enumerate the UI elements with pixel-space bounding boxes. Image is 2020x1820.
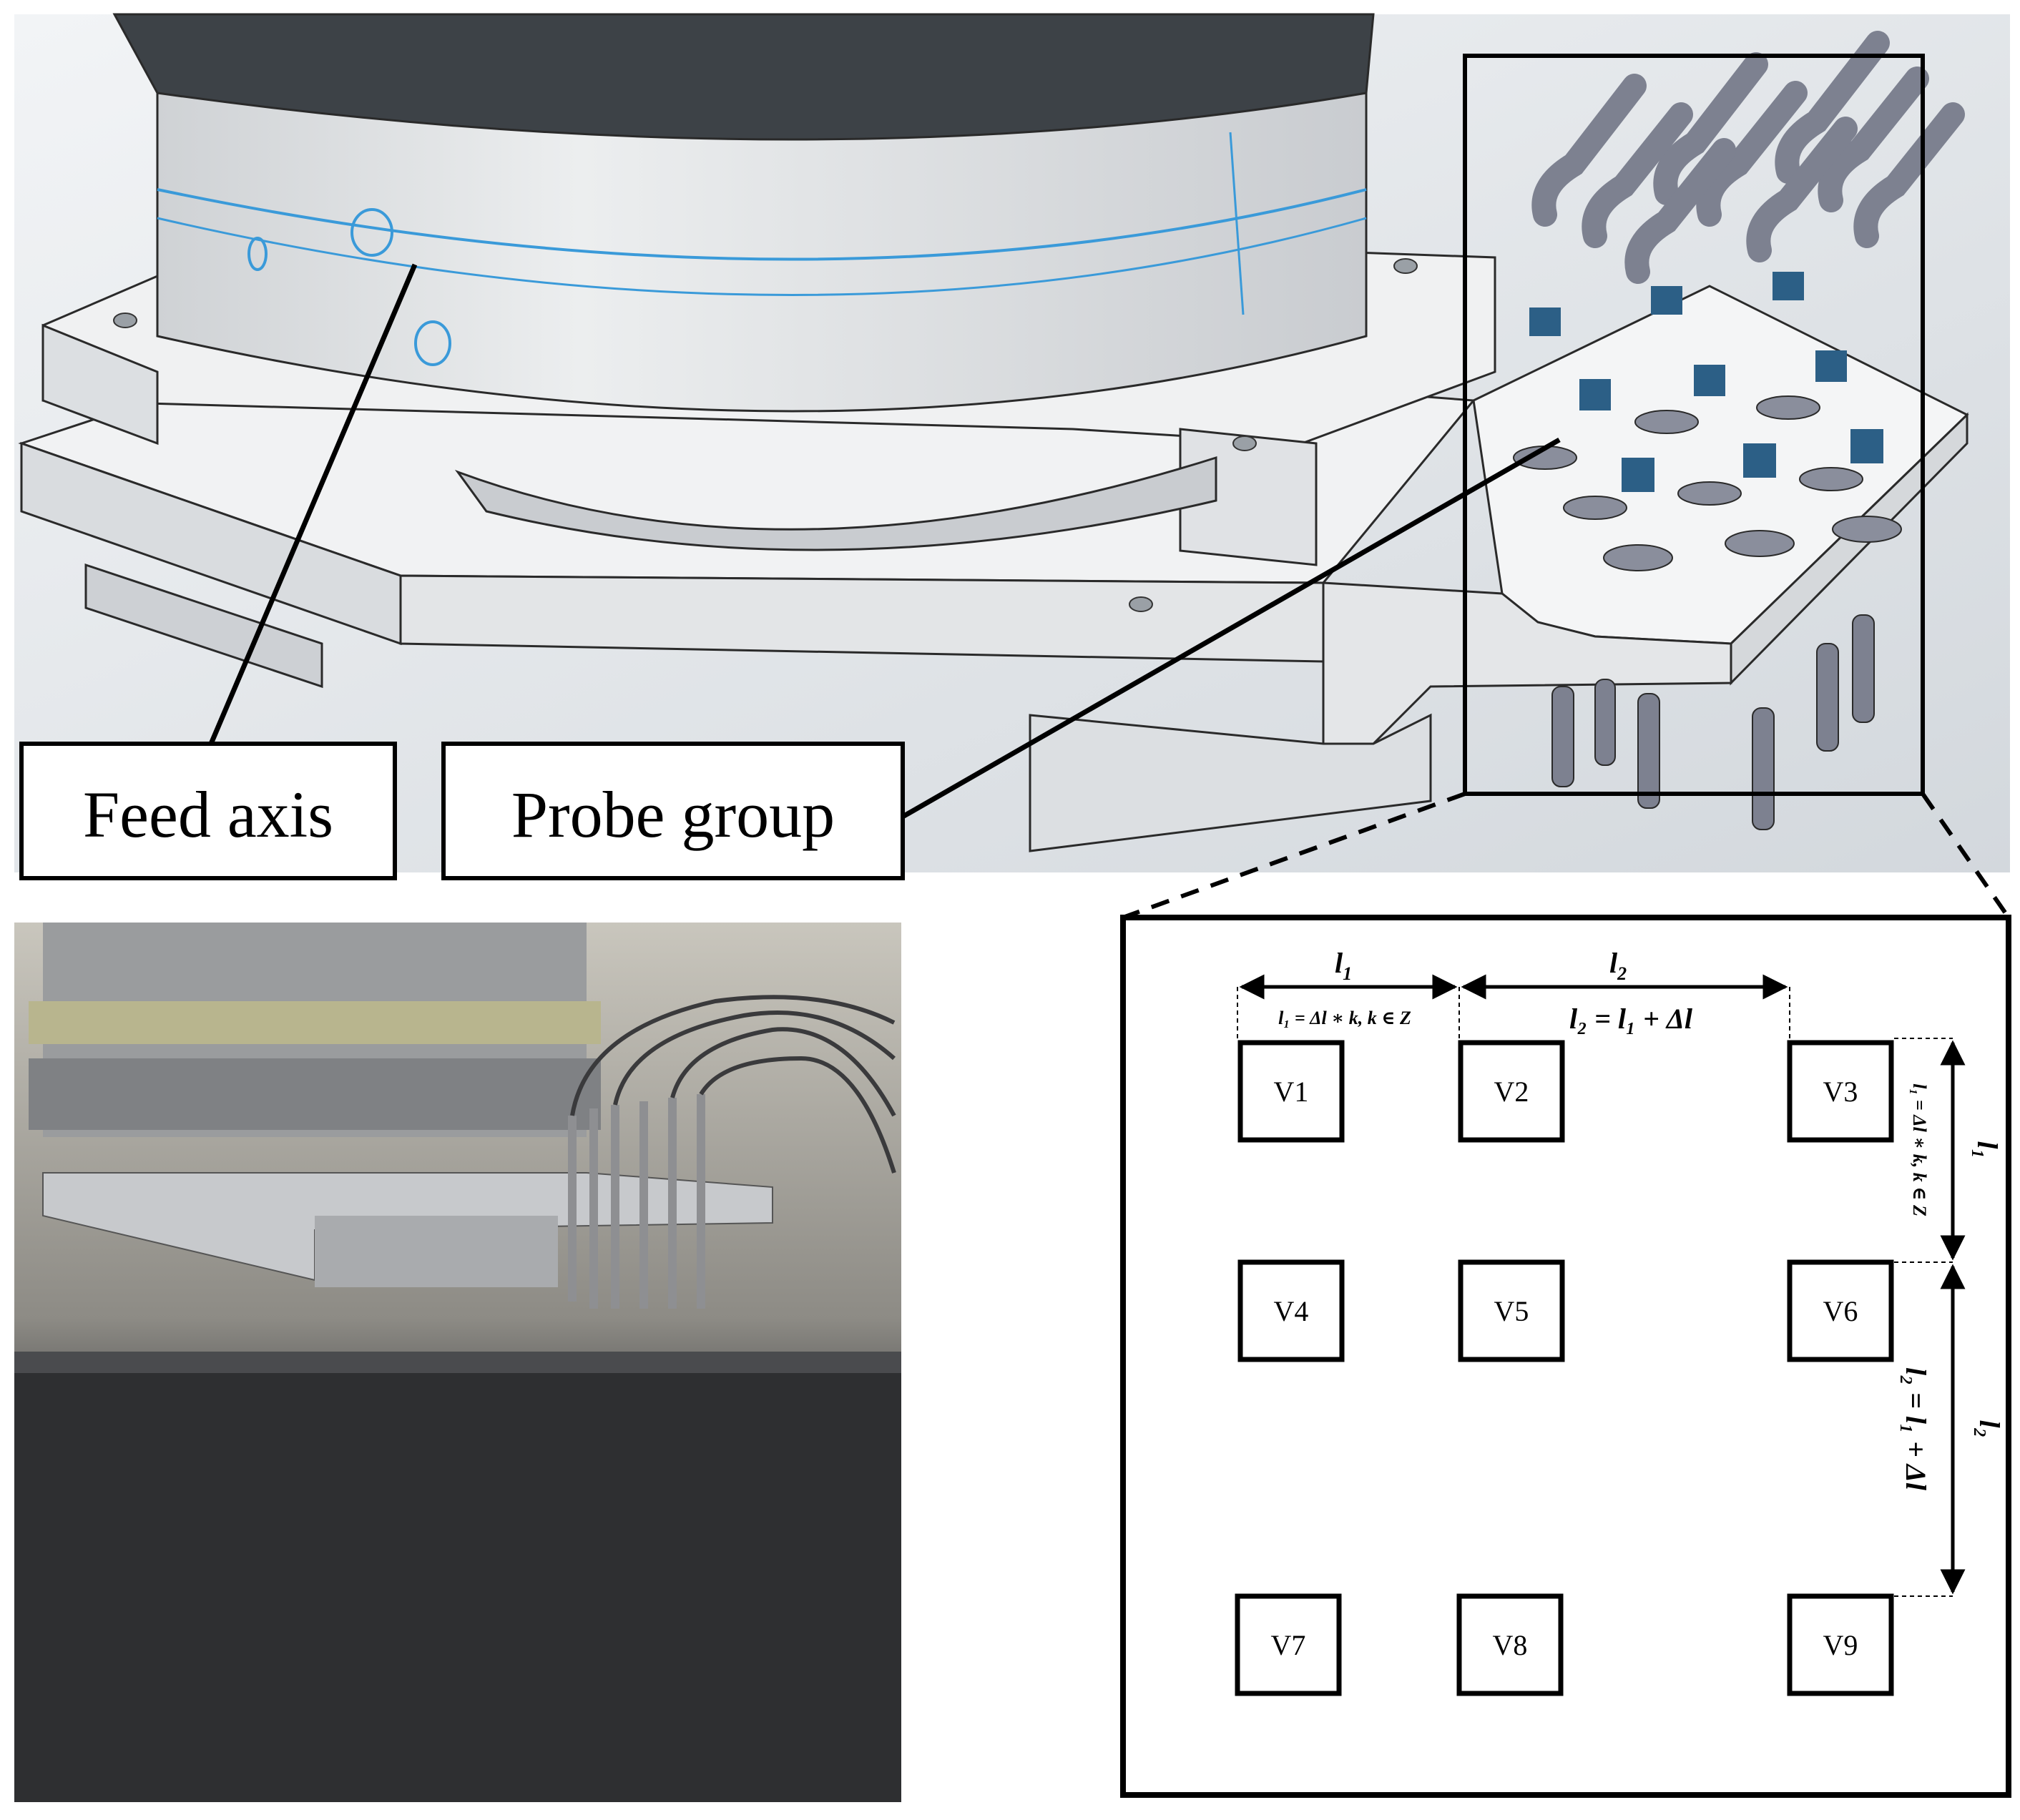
photo-spindle-ring [29, 1001, 601, 1044]
motor-top-face [112, 13, 1375, 141]
probe-cell: V1 [1237, 1040, 1345, 1143]
probe-group-callout: Probe group [441, 742, 905, 880]
photo-spindle-band [29, 1058, 601, 1130]
probe-cell: V4 [1237, 1259, 1345, 1362]
mount-hole [113, 313, 137, 328]
probe [1563, 102, 1693, 520]
probe-cell: V7 [1235, 1593, 1342, 1696]
base-lower-block [84, 563, 323, 689]
l2-top-label: l2 [1609, 947, 1627, 984]
probe [1832, 102, 1965, 543]
l1-top-label: l1 [1335, 947, 1352, 984]
probe-highlight-frame [1463, 54, 1925, 796]
feed-axis-callout: Feed axis [19, 742, 397, 880]
feed-axis-label: Feed axis [83, 778, 333, 851]
l1-side-formula: l₁ = Δl ∗ k, k ∈ Z [1909, 1083, 1930, 1216]
probe-cell: V2 [1458, 1040, 1565, 1143]
probe-cell-label: V4 [1274, 1295, 1309, 1327]
photo-table-edge [14, 1352, 901, 1373]
probe-cell-label: V3 [1823, 1076, 1858, 1108]
l1-top-formula: l₁ = Δl ∗ k, k ∈ Z [1278, 1008, 1411, 1028]
l2-side-label: l₂ [1974, 1420, 2006, 1437]
mount-plate-front [41, 323, 159, 446]
probe-cell-label: V6 [1823, 1295, 1858, 1327]
probe-group-render [1513, 31, 1965, 830]
motor-port [247, 237, 268, 271]
motor-port [414, 320, 451, 366]
experiment-photo [14, 923, 901, 1802]
probe-cell-label: V8 [1493, 1629, 1528, 1661]
side-dimension: l₁ = Δl ∗ k, k ∈ Z l₁ l₂ = l₁ + Δl l₂ [1894, 1038, 2006, 1597]
photo-probes [568, 1094, 705, 1309]
motor-blue-seam-2 [157, 217, 1367, 296]
l2-top-formula: l₂ = l₁ + Δl [1569, 1003, 1693, 1035]
probe-group-label: Probe group [511, 778, 835, 851]
feed-axis-leader [208, 263, 418, 745]
motor-blue-line [1229, 132, 1245, 315]
probe-cell: V6 [1787, 1259, 1894, 1362]
l2-side-formula: l₂ = l₁ + Δl [1900, 1367, 1932, 1491]
probe [1603, 138, 1736, 571]
mount-hole [1232, 436, 1257, 451]
probe [1513, 74, 1647, 470]
probe [1799, 67, 1929, 491]
probe-group-leader [901, 437, 1561, 820]
probe [1725, 117, 1858, 557]
motor-base-ring [454, 456, 1217, 551]
probe-cell-label: V2 [1494, 1076, 1529, 1108]
zoom-connector-right [1921, 792, 2011, 919]
probe-cell: V8 [1456, 1593, 1564, 1696]
probe-cell-label: V5 [1494, 1295, 1529, 1327]
probe-cell: V3 [1787, 1040, 1894, 1143]
mount-hole [1393, 258, 1418, 274]
probe-cell: V9 [1787, 1593, 1894, 1696]
motor-blue-seam-1 [157, 188, 1367, 261]
photo-plate-lower [315, 1216, 558, 1287]
mount-hole [1129, 596, 1153, 612]
probe-cell-label: V1 [1274, 1076, 1309, 1108]
motor-body [156, 92, 1368, 413]
photo-granite-table [14, 1359, 901, 1802]
probe-plate-lower-block [1029, 713, 1432, 852]
motor-port [350, 208, 393, 257]
probe-tips-below [1551, 614, 1875, 830]
probe-cell: V5 [1458, 1259, 1565, 1362]
cad-render [14, 13, 2010, 872]
top-dimension: l1 l₁ = Δl ∗ k, k ∈ Z l2 l₂ = l₁ + Δl [1237, 947, 1790, 1041]
l1-side-label: l₁ [1971, 1141, 2004, 1159]
photo-cables [570, 995, 896, 1174]
probe-cell-label: V7 [1271, 1629, 1306, 1661]
probe [1677, 81, 1808, 506]
probe-layout-diagram: V1 V2 V3 V4 V5 V6 V7 V8 [1120, 915, 2011, 1798]
probe-cell-label: V9 [1823, 1629, 1858, 1661]
